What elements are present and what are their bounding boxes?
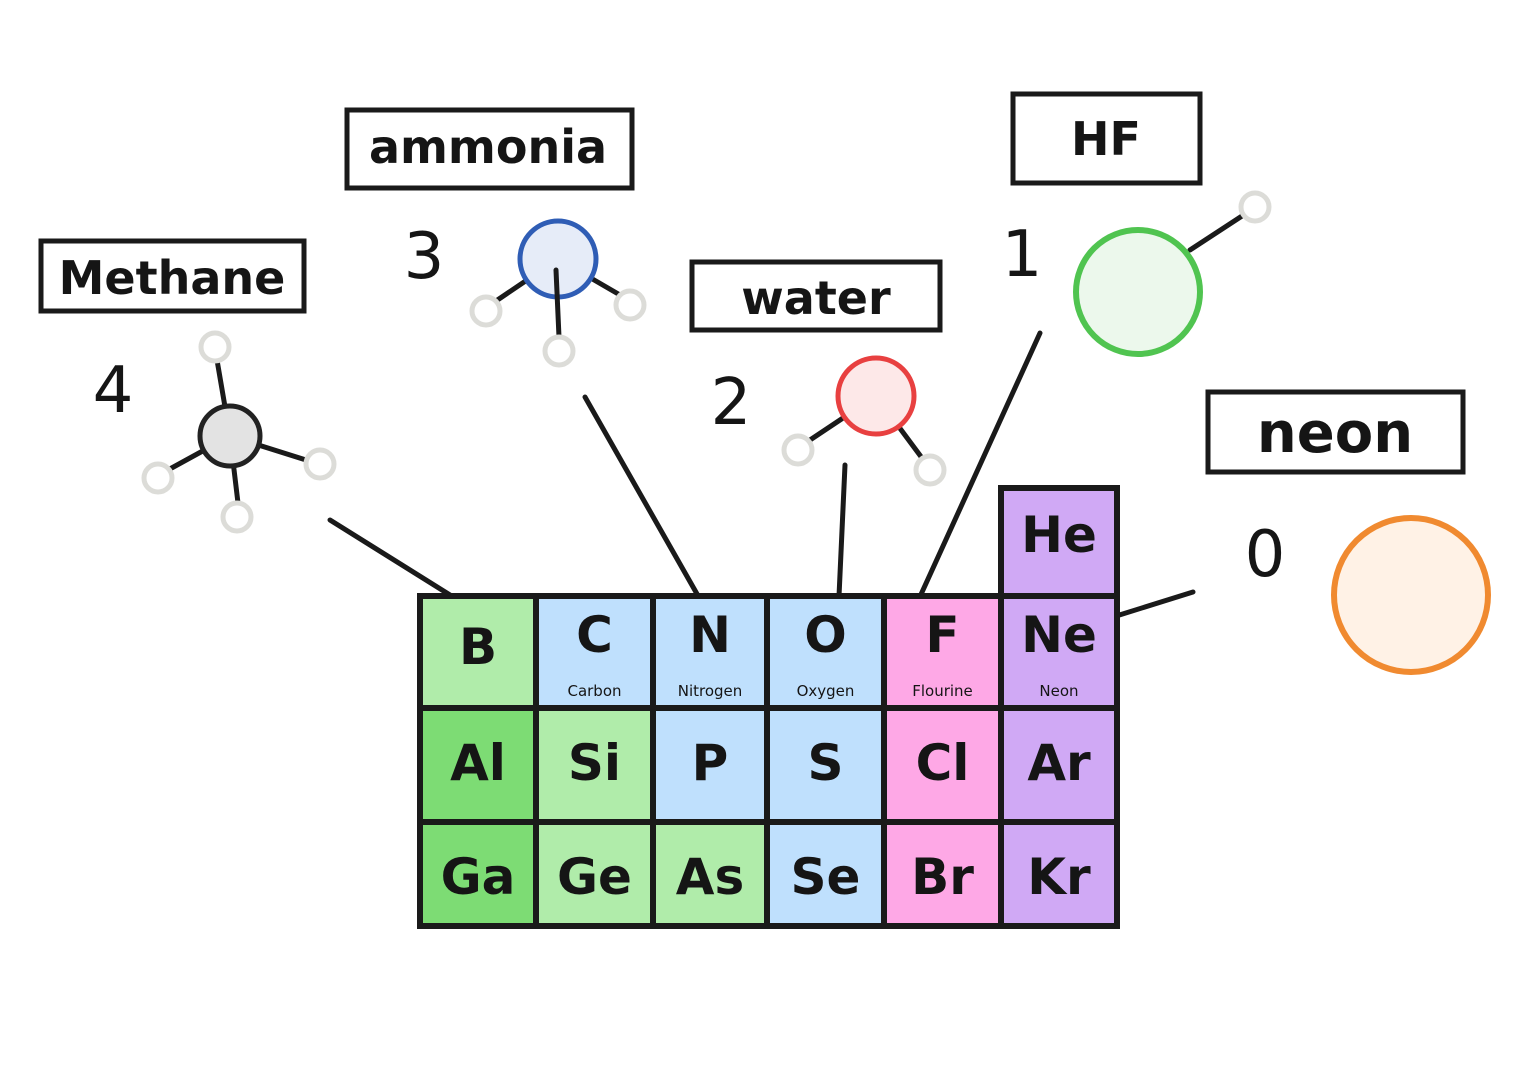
cell-symbol: Si: [568, 734, 621, 792]
cell-symbol: C: [576, 606, 613, 664]
ammonia-connector: [582, 394, 708, 611]
neon-label: neon: [1257, 401, 1413, 466]
neon-atom-icon: [1331, 515, 1491, 675]
cell-symbol: Al: [450, 734, 506, 792]
ammonia-label-box: [344, 107, 635, 191]
methane-bond-count: 4: [93, 354, 134, 428]
cell-symbol: Ge: [557, 848, 632, 906]
cell-kr: [998, 819, 1120, 929]
hf-label: HF: [1071, 112, 1141, 166]
cell-symbol: Ne: [1021, 606, 1097, 664]
water-connector: [835, 462, 848, 621]
cell-br: [881, 819, 1004, 929]
neon-label-box: [1205, 389, 1466, 475]
water-group: water 2: [689, 259, 947, 487]
water-bond-count: 2: [711, 366, 752, 440]
hf-molecule-icon: [1073, 190, 1272, 357]
periodic-grid: B C Carbon N Nitrogen O Oxygen F Flourine NeNeonA…: [417, 593, 1120, 929]
hf-connector: [910, 330, 1043, 615]
hf-label-box: [1010, 91, 1203, 186]
water-molecule-icon: [781, 355, 947, 487]
methane-molecule-icon: [141, 330, 337, 534]
cell-as: [650, 819, 770, 929]
cell-he: [998, 485, 1120, 599]
ammonia-molecule-icon: [469, 218, 647, 368]
neon-group: neon 0: [1205, 389, 1491, 675]
neon-bond-count: 0: [1245, 518, 1286, 592]
cell-symbol: P: [692, 734, 729, 792]
water-label-box: [689, 259, 943, 333]
cell-symbol: N: [689, 606, 731, 664]
cell-symbol: B: [459, 618, 497, 676]
hf-group: HF 1: [1002, 91, 1272, 357]
cell-ne: [998, 593, 1120, 711]
cell-symbol: As: [676, 848, 744, 906]
cell-symbol: F: [925, 606, 959, 664]
ammonia-group: ammonia 3: [344, 107, 647, 368]
cell-name: Nitrogen: [678, 682, 743, 700]
hf-bond-count: 1: [1002, 218, 1043, 292]
methane-label-box: [38, 238, 307, 314]
periodic-table: He B C Carbon N Nitrogen O Oxygen F Flourine NeNe…: [417, 485, 1120, 929]
ammonia-label: ammonia: [369, 120, 607, 174]
cell-name: Flourine: [912, 682, 973, 700]
ammonia-bond-count: 3: [404, 220, 445, 294]
cell-symbol: Ar: [1027, 734, 1091, 792]
cell-s: [764, 705, 887, 825]
cell-symbol: Ga: [441, 848, 516, 906]
methane-label: Methane: [59, 251, 286, 305]
cell-symbol: Br: [911, 848, 974, 906]
cell-name: Neon: [1039, 682, 1078, 700]
cell-symbol: Cl: [916, 734, 970, 792]
methane-group: Methane 4: [38, 238, 337, 534]
water-label: water: [741, 271, 891, 325]
cell-symbol: Kr: [1027, 848, 1091, 906]
cell-name: Oxygen: [797, 682, 855, 700]
cell-symbol: Se: [791, 848, 861, 906]
cell-symbol: He: [1021, 506, 1097, 564]
cell-c: [533, 593, 656, 711]
cell-name: Carbon: [567, 682, 621, 700]
cell-symbol: S: [807, 734, 843, 792]
cell-symbol: O: [804, 606, 847, 664]
cell-o: [764, 593, 887, 711]
